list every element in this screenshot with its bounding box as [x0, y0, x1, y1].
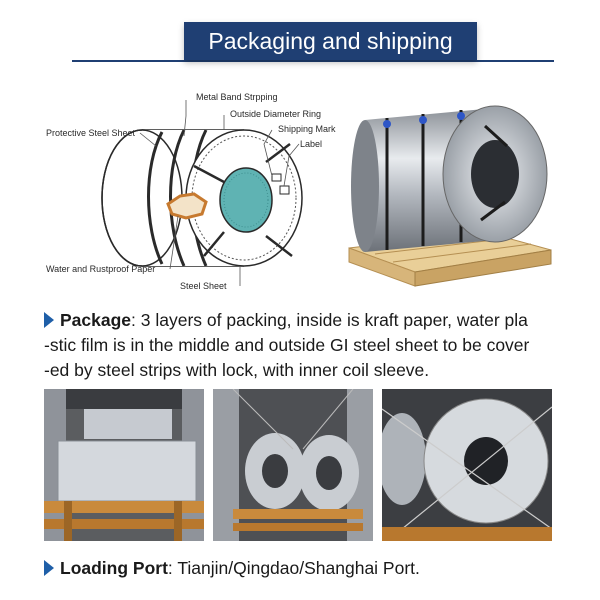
header-rule	[72, 60, 554, 62]
arrow-icon	[44, 312, 54, 328]
package-description: Package: 3 layers of packing, inside is …	[44, 308, 564, 383]
loading-separator: :	[167, 558, 173, 578]
container-photo-1	[44, 389, 204, 541]
container-photo-3-drawing	[382, 389, 552, 541]
coil-on-pallet-image	[345, 90, 557, 300]
package-line-2: -stic film is in the middle and outside …	[44, 335, 530, 355]
loading-value: Tianjin/Qingdao/Shanghai Port.	[172, 558, 420, 578]
callout-water-paper: Water and Rustproof Paper	[46, 264, 156, 274]
container-photo-2-drawing	[213, 389, 373, 541]
coil-diagram-drawing	[101, 100, 303, 286]
container-photo-1-drawing	[44, 389, 204, 541]
page-title: Packaging and shipping	[184, 22, 477, 60]
arrow-icon	[44, 560, 54, 576]
container-photo-2	[213, 389, 373, 541]
package-line-3: -ed by steel strips with lock, with inne…	[44, 360, 430, 380]
callout-metal-band: Metal Band Strpping	[196, 92, 278, 102]
loading-port: Loading Port: Tianjin/Qingdao/Shanghai P…	[44, 558, 420, 579]
callout-shipping-mark: Shipping Mark	[278, 124, 336, 134]
container-photo-3	[382, 389, 552, 541]
package-text-1: 3 layers of packing, inside is kraft pap…	[135, 310, 528, 330]
package-heading: Package	[60, 310, 132, 330]
loading-heading: Loading Port	[60, 558, 168, 578]
callout-steel-sheet: Steel Sheet	[180, 281, 227, 291]
package-line-1: Package: 3 layers of packing, inside is …	[44, 308, 564, 333]
callout-protective-sheet: Protective Steel Sheet	[46, 128, 136, 138]
coil-diagram: Metal Band Strpping Outside Diameter Rin…	[44, 86, 344, 296]
callout-label: Label	[300, 139, 323, 149]
callout-outside-ring: Outside Diameter Ring	[230, 109, 322, 119]
coil-on-pallet-drawing	[348, 105, 552, 287]
package-separator: :	[131, 310, 136, 330]
